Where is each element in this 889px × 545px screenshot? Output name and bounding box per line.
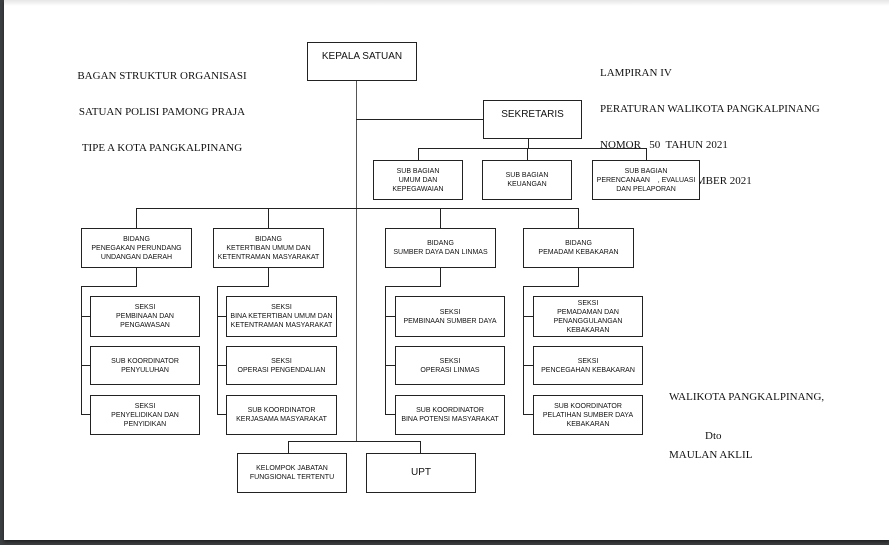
signature-note: Dto bbox=[705, 430, 722, 442]
connector-functional bbox=[288, 441, 290, 453]
connector-unit-4-2 bbox=[523, 365, 533, 367]
connector-main-vertical bbox=[356, 80, 358, 442]
viewer-top-shade bbox=[4, 0, 889, 6]
attachment-line-2: PERATURAN WALIKOTA PANGKALPINANG bbox=[600, 103, 820, 115]
box-unit-1-3: SEKSI PENYELIDIKAN DAN PENYIDIKAN bbox=[90, 395, 200, 435]
connector-unit-3-1 bbox=[385, 316, 395, 318]
connector-unit-2-1 bbox=[217, 316, 226, 318]
connector-bidang-4-spine bbox=[523, 286, 525, 415]
box-bidang-ketertiban: BIDANG KETERTIBAN UMUM DAN KETENTRAMAN M… bbox=[213, 228, 324, 268]
box-bidang-penegakan-label: BIDANG PENEGAKAN PERUNDANG UNDANGAN DAER… bbox=[91, 235, 182, 261]
box-kelompok-jabatan-fungsional: KELOMPOK JABATAN FUNGSIONAL TERTENTU bbox=[237, 453, 347, 493]
chart-title-line-2: SATUAN POLISI PAMONG PRAJA bbox=[78, 106, 246, 118]
box-unit-3-1-label: SEKSI PEMBINAAN SUMBER DAYA bbox=[403, 308, 497, 325]
connector-unit-1-1 bbox=[81, 316, 90, 318]
box-unit-2-3-label: SUB KOORDINATOR KERJASAMA MASYARAKAT bbox=[236, 407, 327, 423]
connector-bidang-4-down bbox=[578, 267, 580, 286]
connector-bidang-2-down bbox=[268, 267, 270, 286]
connector-sub-bagian-bar bbox=[418, 148, 647, 150]
box-unit-1-1: SEKSI PEMBINAAN DAN PENGAWASAN bbox=[90, 296, 200, 337]
connector-bidang-3-elbow bbox=[385, 286, 441, 288]
box-sub-bagian-keuangan-label: SUB BAGIAN KEUANGAN bbox=[505, 172, 549, 188]
box-unit-4-2: SEKSI PENCEGAHAN KEBAKARAN bbox=[533, 346, 643, 385]
connector-unit-3-3 bbox=[385, 414, 395, 416]
box-sekretaris: SEKRETARIS bbox=[483, 100, 582, 139]
box-bidang-sumber-daya: BIDANG SUMBER DAYA DAN LINMAS bbox=[385, 228, 496, 268]
box-unit-1-3-label: SEKSI PENYELIDIKAN DAN PENYIDIKAN bbox=[111, 402, 179, 428]
connector-unit-3-2 bbox=[385, 365, 395, 367]
document-page bbox=[4, 0, 889, 540]
box-sub-bagian-umum: SUB BAGIAN UMUM DAN KEPEGAWAIAN bbox=[373, 160, 463, 200]
connector-unit-4-3 bbox=[523, 414, 533, 416]
connector-sub-bagian-3 bbox=[646, 148, 648, 160]
box-unit-2-1-label: SEKSI BINA KETERTIBAN UMUM DAN KETENTRAM… bbox=[230, 304, 333, 329]
box-unit-4-3-label: SUB KOORDINATOR PELATIHAN SUMBER DAYA KE… bbox=[542, 402, 634, 428]
connector-bottom-bar bbox=[288, 441, 421, 443]
connector-unit-2-2 bbox=[217, 365, 226, 367]
chart-title-line-3: TIPE A KOTA PANGKALPINANG bbox=[81, 142, 243, 154]
box-unit-3-2: SEKSI OPERASI LINMAS bbox=[395, 346, 505, 385]
box-sub-bagian-perencanaan: SUB BAGIAN PERENCANAAN , EVALUASI DAN PE… bbox=[592, 160, 700, 200]
box-kepala-satuan: KEPALA SATUAN bbox=[307, 42, 417, 81]
box-bidang-penegakan: BIDANG PENEGAKAN PERUNDANG UNDANGAN DAER… bbox=[81, 228, 192, 268]
box-unit-3-3-label: SUB KOORDINATOR BINA POTENSI MASYARAKAT bbox=[401, 407, 499, 423]
connector-bidang-3-spine bbox=[385, 286, 387, 415]
box-unit-3-3: SUB KOORDINATOR BINA POTENSI MASYARAKAT bbox=[395, 395, 505, 435]
connector-to-secretary bbox=[356, 119, 483, 121]
connector-bidang-4 bbox=[578, 208, 580, 228]
box-bidang-pemadam: BIDANG PEMADAM KEBAKARAN bbox=[523, 228, 634, 268]
box-unit-1-1-label: SEKSI PEMBINAAN DAN PENGAWASAN bbox=[116, 304, 174, 329]
box-bidang-sumber-daya-label: BIDANG SUMBER DAYA DAN LINMAS bbox=[393, 240, 488, 256]
connector-bidang-1-down bbox=[136, 267, 138, 286]
attachment-line-1: LAMPIRAN IV bbox=[600, 67, 672, 79]
connector-bidang-3 bbox=[440, 208, 442, 228]
box-kepala-satuan-label: KEPALA SATUAN bbox=[321, 51, 403, 62]
box-unit-4-1: SEKSI PEMADAMAN DAN PENANGGULANGAN KEBAK… bbox=[533, 296, 643, 337]
connector-sub-bagian-2 bbox=[527, 148, 529, 160]
box-upt: UPT bbox=[366, 453, 476, 493]
connector-secretary-down bbox=[528, 139, 530, 149]
connector-bidang-1-elbow bbox=[81, 286, 137, 288]
connector-unit-1-2 bbox=[81, 365, 90, 367]
box-sub-bagian-umum-label: SUB BAGIAN UMUM DAN KEPEGAWAIAN bbox=[392, 167, 444, 193]
connector-bidang-2-spine bbox=[217, 286, 219, 415]
connector-sub-bagian-1 bbox=[418, 148, 420, 160]
box-unit-3-2-label: SEKSI OPERASI LINMAS bbox=[420, 357, 480, 374]
box-unit-2-2: SEKSI OPERASI PENGENDALIAN bbox=[226, 346, 337, 385]
box-unit-1-2-label: SUB KOORDINATOR PENYULUHAN bbox=[111, 357, 179, 374]
box-unit-4-3: SUB KOORDINATOR PELATIHAN SUMBER DAYA KE… bbox=[533, 395, 643, 435]
connector-bidang-2 bbox=[268, 208, 270, 228]
box-bidang-pemadam-label: BIDANG PEMADAM KEBAKARAN bbox=[538, 240, 619, 256]
box-unit-3-1: SEKSI PEMBINAAN SUMBER DAYA bbox=[395, 296, 505, 337]
box-bidang-ketertiban-label: BIDANG KETERTIBAN UMUM DAN KETENTRAMAN M… bbox=[217, 235, 320, 261]
connector-unit-4-1 bbox=[523, 316, 533, 318]
box-kelompok-jabatan-fungsional-label: KELOMPOK JABATAN FUNGSIONAL TERTENTU bbox=[249, 465, 335, 481]
chart-title-line-1: BAGAN STRUKTUR ORGANISASI bbox=[77, 70, 247, 82]
box-upt-label: UPT bbox=[411, 467, 431, 478]
connector-bidang-bar bbox=[136, 208, 579, 210]
box-unit-4-1-label: SEKSI PEMADAMAN DAN PENANGGULANGAN KEBAK… bbox=[553, 299, 623, 334]
connector-bidang-1-spine bbox=[81, 286, 83, 415]
connector-bidang-2-elbow bbox=[217, 286, 269, 288]
connector-bidang-1 bbox=[136, 208, 138, 228]
connector-bidang-3-down bbox=[440, 267, 442, 286]
chart-title: BAGAN STRUKTUR ORGANISASI SATUAN POLISI … bbox=[72, 46, 252, 166]
signature-office: WALIKOTA PANGKALPINANG, bbox=[669, 391, 825, 403]
box-sub-bagian-keuangan: SUB BAGIAN KEUANGAN bbox=[482, 160, 572, 200]
connector-unit-1-3 bbox=[81, 414, 90, 416]
box-sub-bagian-perencanaan-label: SUB BAGIAN PERENCANAAN , EVALUASI DAN PE… bbox=[596, 167, 696, 193]
box-unit-4-2-label: SEKSI PENCEGAHAN KEBAKARAN bbox=[541, 357, 635, 374]
box-unit-2-3: SUB KOORDINATOR KERJASAMA MASYARAKAT bbox=[226, 395, 337, 435]
connector-bidang-4-elbow bbox=[523, 286, 579, 288]
box-unit-2-2-label: SEKSI OPERASI PENGENDALIAN bbox=[237, 357, 326, 374]
connector-upt bbox=[420, 441, 422, 453]
box-unit-1-2: SUB KOORDINATOR PENYULUHAN bbox=[90, 346, 200, 385]
signature-name: MAULAN AKLIL bbox=[669, 449, 753, 461]
box-sekretaris-label: SEKRETARIS bbox=[501, 109, 564, 120]
box-unit-2-1: SEKSI BINA KETERTIBAN UMUM DAN KETENTRAM… bbox=[226, 296, 337, 337]
connector-unit-2-3 bbox=[217, 414, 226, 416]
